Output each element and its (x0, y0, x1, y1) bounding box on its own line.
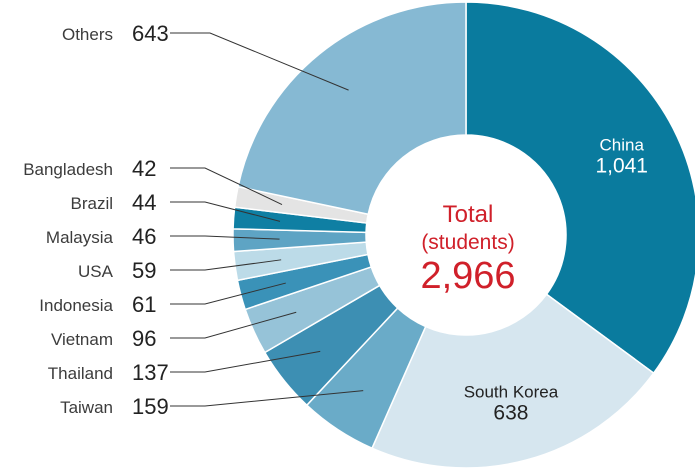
leader-line-taiwan (170, 390, 364, 407)
leader-lines-group (170, 32, 364, 407)
label-bangladesh: Bangladesh (23, 160, 113, 179)
label-others: Others (62, 25, 113, 44)
slice-south-korea (371, 293, 655, 469)
leader-line-vietnam (170, 311, 297, 339)
leader-line-malaysia (170, 235, 280, 240)
value-indonesia: 61 (132, 292, 156, 317)
slice-others (237, 1, 467, 216)
label-usa: USA (78, 262, 114, 281)
center-total: 2,966 (420, 255, 515, 297)
center-label: Total (students) 2,966 (420, 201, 515, 297)
value-vietnam: 96 (132, 326, 156, 351)
leader-line-brazil (170, 201, 281, 222)
value-others: 643 (132, 21, 169, 46)
slices-group (232, 1, 695, 469)
value-thailand: 137 (132, 360, 169, 385)
center-subtitle: (students) (421, 231, 514, 254)
value-brazil: 44 (132, 190, 156, 215)
value-taiwan: 159 (132, 394, 169, 419)
label-brazil: Brazil (70, 194, 113, 213)
label-indonesia: Indonesia (39, 296, 113, 315)
label-malaysia: Malaysia (46, 228, 114, 247)
center-title: Total (443, 201, 494, 228)
label-south-korea: South Korea (464, 383, 559, 402)
label-china: China (600, 135, 645, 154)
slice-china (465, 1, 695, 375)
leader-line-thailand (170, 350, 321, 373)
value-usa: 59 (132, 258, 156, 283)
value-malaysia: 46 (132, 224, 156, 249)
label-vietnam: Vietnam (51, 330, 113, 349)
leader-line-usa (170, 259, 282, 271)
leader-line-bangladesh (170, 167, 283, 205)
leader-line-indonesia (170, 282, 286, 305)
label-thailand: Thailand (48, 364, 113, 383)
value-south-korea: 638 (493, 402, 528, 425)
value-china: 1,041 (595, 154, 648, 177)
label-taiwan: Taiwan (60, 398, 113, 417)
leader-line-others (170, 32, 349, 91)
value-bangladesh: 42 (132, 156, 156, 181)
